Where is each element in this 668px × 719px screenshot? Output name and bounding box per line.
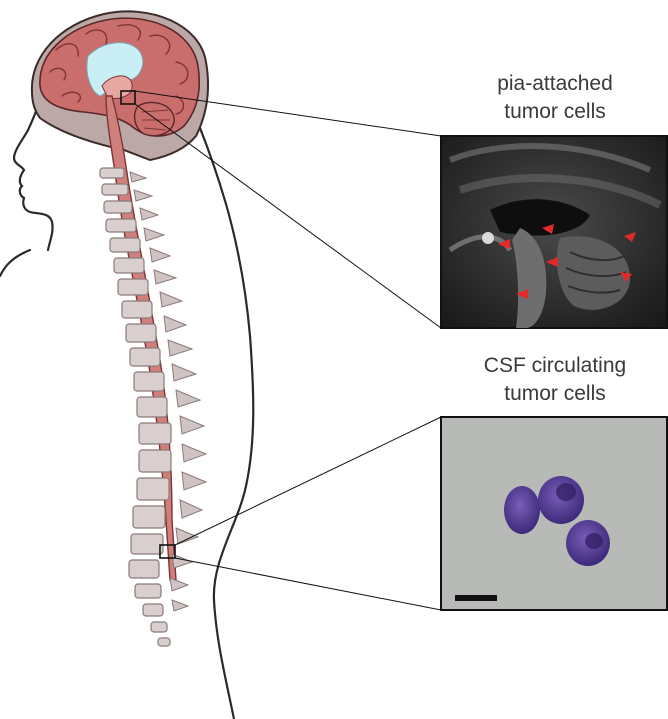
pia-label: pia-attached tumor cells [450,70,660,126]
cerebellum [133,101,175,137]
spinous-processes [129,171,208,612]
brain-zoom-line-bottom [134,103,442,329]
csf-label: CSF circulating tumor cells [450,352,660,408]
brain-zoom-line-top [134,90,442,137]
csf-label-line1: CSF circulating [483,354,627,377]
microscopy-panel [440,416,668,611]
spine-zoom-line-bottom [174,557,442,611]
spine-zoom-marker [159,544,176,559]
vertebral-column [99,167,172,647]
mri-panel [440,135,668,329]
body-outline [0,80,54,278]
pia-label-line2: tumor cells [504,100,606,123]
back-outline [194,116,255,719]
scale-bar [455,595,497,601]
spine-zoom-line-top [174,416,442,546]
brain-zoom-marker [120,90,136,105]
pia-arrowheads [498,224,636,299]
csf-label-line2: tumor cells [504,382,606,405]
pia-label-line1: pia-attached [497,72,613,95]
tumor-cell-1 [504,486,540,534]
tumor-cell-2 [538,476,584,524]
thalamus [101,75,133,99]
